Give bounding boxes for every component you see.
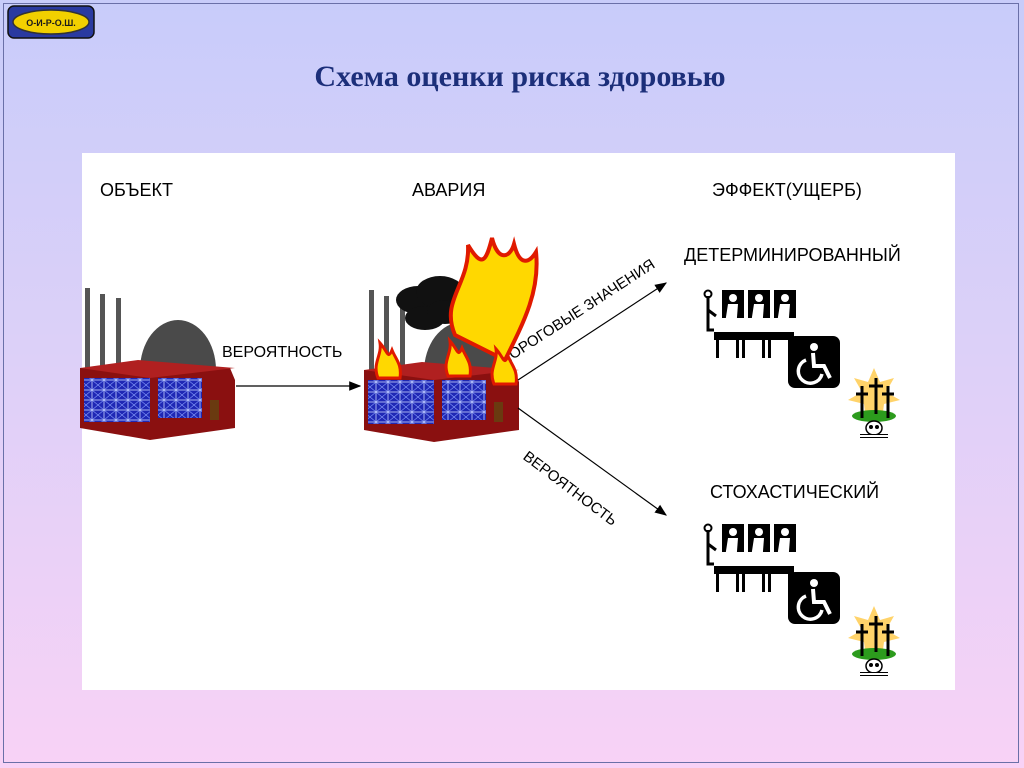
slide-frame [3, 3, 1019, 763]
wheelchair-icon [786, 570, 842, 626]
outcome-stochastic: СТОХАСТИЧЕСКИЙ [710, 482, 880, 502]
burning-factory-icon [364, 236, 539, 442]
logo-text: О-И-Р-О.Ш. [26, 18, 76, 28]
seated-people-icon [703, 288, 798, 360]
arrow-to-stochastic [517, 407, 667, 516]
logo-badge: О-И-Р-О.Ш. [7, 5, 95, 39]
graves-skull-icon [846, 366, 902, 438]
header-accident: АВАРИЯ [412, 180, 486, 200]
wheelchair-icon [786, 334, 842, 390]
graves-skull-icon [846, 604, 902, 676]
factory-icon [80, 288, 235, 440]
label-probability-1: ВЕРОЯТНОСТЬ [222, 344, 343, 361]
slide-title: Схема оценки риска здоровью [314, 60, 726, 93]
seated-people-icon [703, 522, 798, 594]
arrow-to-deterministic [517, 282, 668, 381]
header-object: ОБЪЕКТ [100, 180, 173, 200]
outcome-deterministic: ДЕТЕРМИНИРОВАННЫЙ [684, 245, 901, 265]
header-effect: ЭФФЕКТ(УЩЕРБ) [712, 180, 862, 200]
